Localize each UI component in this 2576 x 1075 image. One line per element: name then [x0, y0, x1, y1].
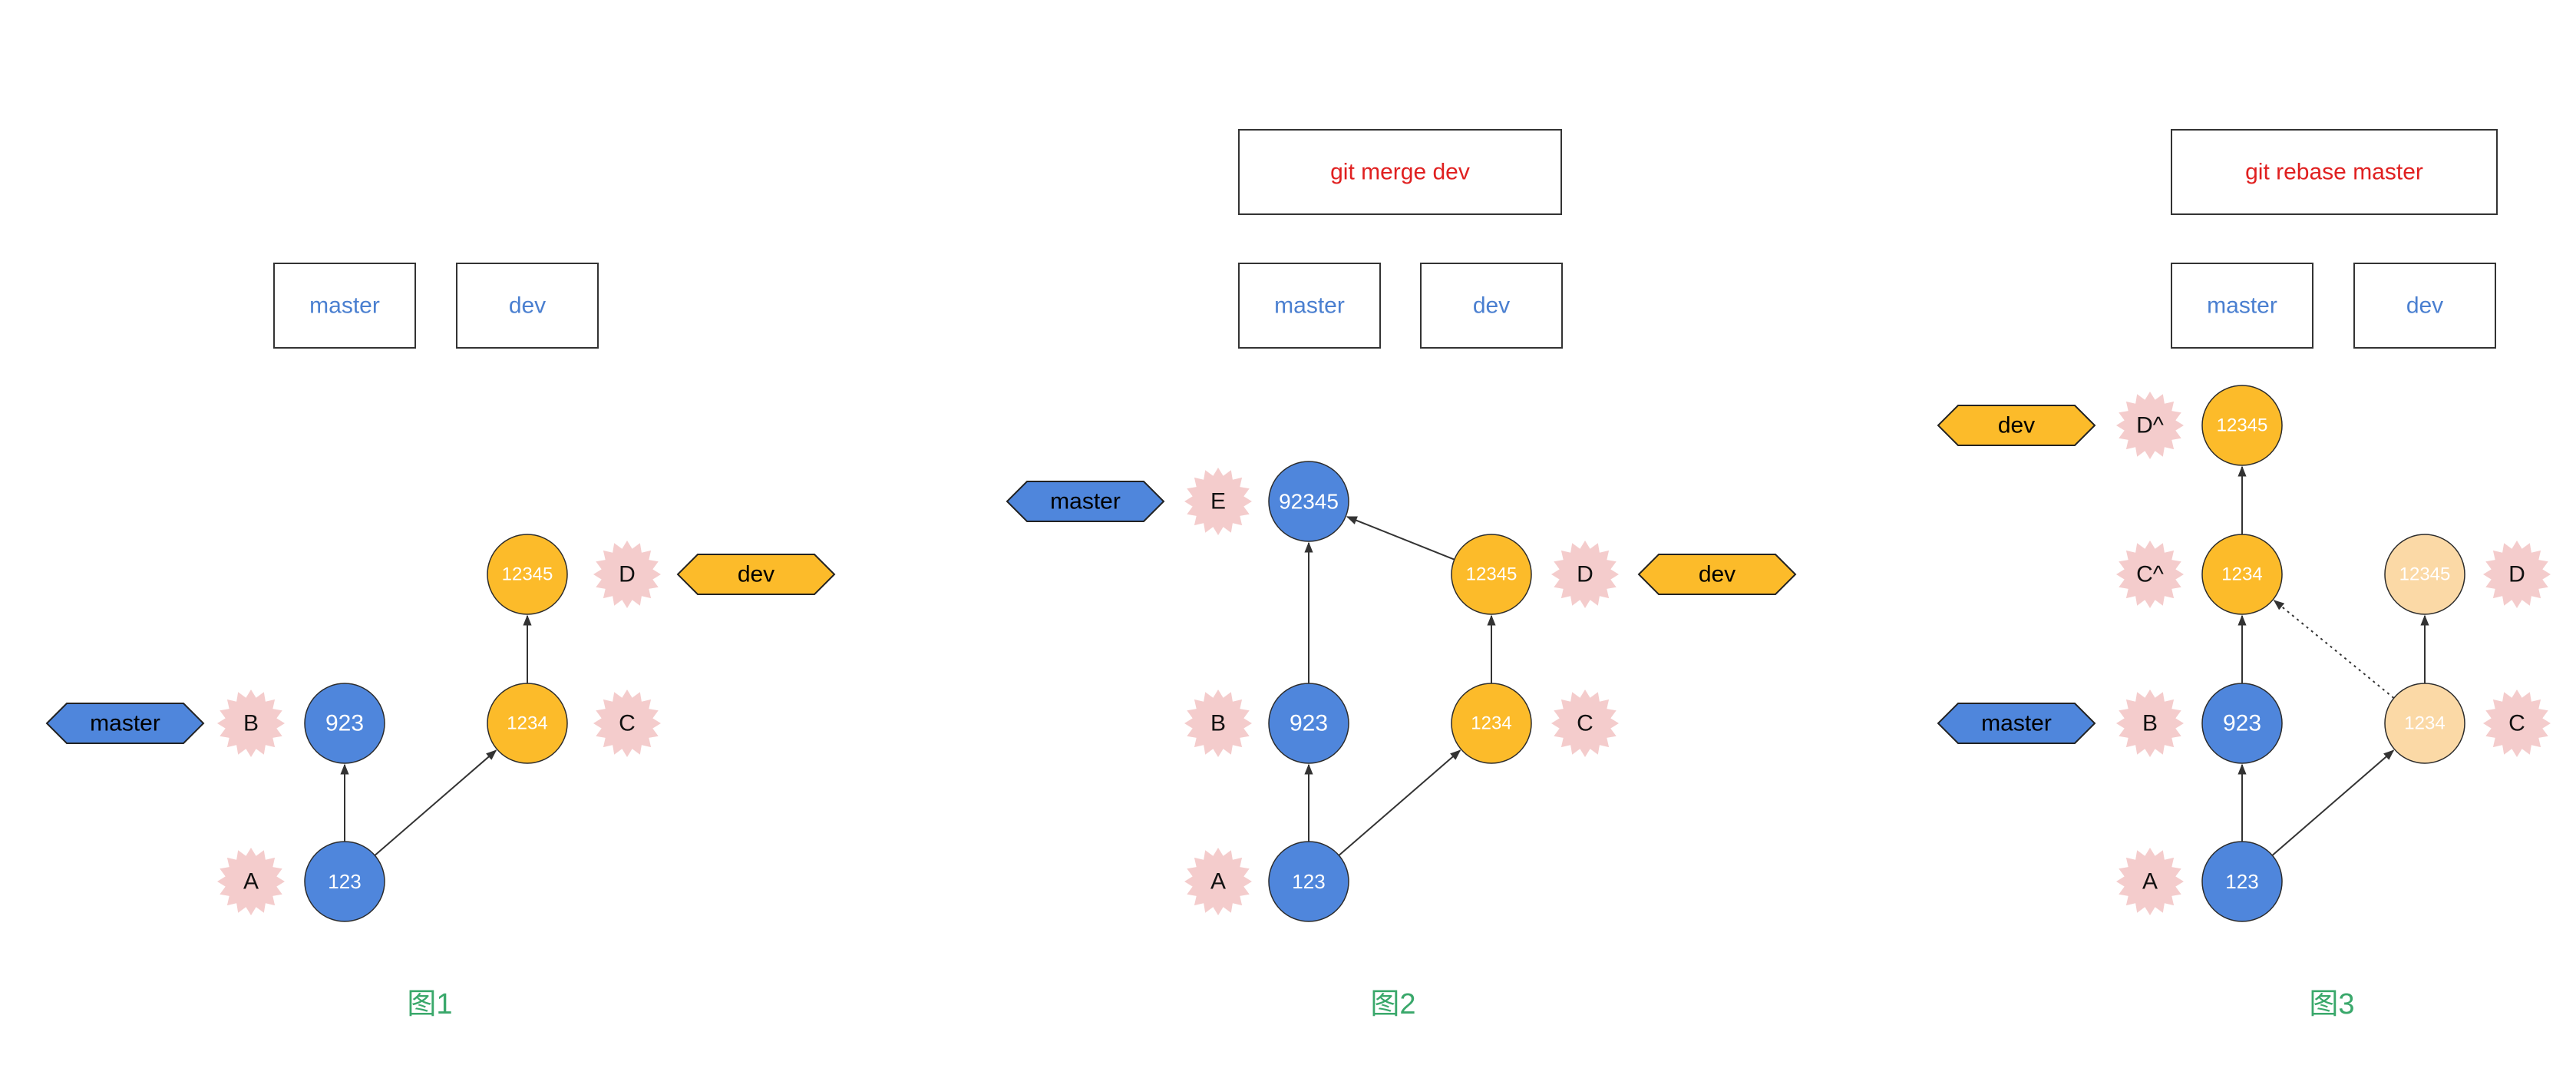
commit-edge-dotted: [2273, 600, 2395, 699]
commit-hash-label: 923: [325, 711, 364, 736]
commit-hash-label: 12345: [2399, 564, 2451, 585]
branch-pointer-dev: [1937, 405, 2096, 446]
commit-id-label: D: [2508, 562, 2525, 587]
command-box: [1238, 129, 1562, 215]
commit-hash-label: 1234: [507, 713, 547, 734]
commit-hash-label: 12345: [502, 564, 553, 585]
figure-caption: 图2: [1370, 988, 1415, 1020]
branch-box-dev: [2353, 263, 2496, 349]
commit-hash-label: 123: [2225, 870, 2258, 893]
commit-hash-label: 1234: [2404, 713, 2445, 734]
commit-hash-label: 123: [328, 870, 361, 893]
branch-pointer-dev: [1637, 554, 1797, 595]
commit-hash-label: 1234: [1471, 713, 1511, 734]
branch-box-master: [2171, 263, 2313, 349]
commit-id-label: C^: [2136, 562, 2164, 587]
command-box: [2171, 129, 2498, 215]
branch-pointer-label: dev: [1998, 413, 2035, 438]
branch-pointer-dev: [676, 554, 836, 595]
commit-node: [1268, 461, 1349, 542]
commit-id-label: D: [1577, 562, 1593, 587]
commit-hash-label: 923: [2223, 711, 2261, 736]
branch-box-label: dev: [1473, 293, 1510, 319]
commit-id-label: B: [2142, 711, 2158, 736]
commit-id-label: D: [619, 562, 636, 587]
commit-id-star: [1551, 690, 1619, 757]
commit-id-star: [2483, 541, 2551, 608]
branch-pointer-master: [1006, 481, 1165, 522]
branch-pointer-label: dev: [738, 562, 774, 587]
commit-hash-label: 923: [1290, 711, 1328, 736]
commit-id-star: [2116, 690, 2184, 757]
branch-pointer-label: dev: [1699, 562, 1735, 587]
commit-id-label: B: [243, 711, 259, 736]
commit-hash-label: 1234: [2221, 564, 2262, 585]
branch-box-master: [1238, 263, 1381, 349]
commit-id-label: A: [2142, 869, 2158, 895]
commit-id-label: B: [1210, 711, 1226, 736]
commit-id-label: A: [1210, 869, 1226, 895]
commit-id-star: [217, 848, 285, 915]
commit-node: [487, 534, 568, 615]
branch-box-dev: [456, 263, 599, 349]
commit-id-label: A: [243, 869, 259, 895]
commit-id-star: [2483, 690, 2551, 757]
command-label: git merge dev: [1330, 160, 1470, 185]
commit-node: [2384, 534, 2465, 615]
commit-id-label: C: [619, 711, 636, 736]
branch-pointer-label: master: [1981, 711, 2052, 736]
commit-id-star: [593, 541, 661, 608]
branch-box-label: master: [309, 293, 380, 319]
commit-id-star: [1184, 848, 1252, 915]
commit-edge: [2271, 749, 2395, 856]
figure-caption: 图3: [2309, 988, 2354, 1020]
branch-box-label: dev: [2406, 293, 2443, 319]
commit-id-label: E: [1210, 489, 1226, 514]
commit-id-star: [1551, 541, 1619, 608]
commit-id-label: C: [2508, 711, 2525, 736]
commit-id-label: C: [1577, 711, 1593, 736]
commit-hash-label: 123: [1292, 870, 1325, 893]
branch-box-master: [273, 263, 416, 349]
commit-hash-label: 12345: [1466, 564, 1518, 585]
commit-node: [304, 683, 385, 764]
branch-pointer-label: master: [90, 711, 160, 736]
commit-id-star: [2116, 392, 2184, 459]
branch-box-dev: [1420, 263, 1563, 349]
commit-edge: [1346, 516, 1455, 561]
commit-id-star: [2116, 848, 2184, 915]
commit-id-star: [217, 690, 285, 757]
commit-node: [1451, 534, 1532, 615]
commit-node: [2201, 385, 2283, 466]
commit-id-star: [1184, 468, 1252, 535]
commit-hash-label: 12345: [2217, 415, 2268, 436]
branch-pointer-label: master: [1050, 489, 1121, 514]
branch-pointer-master: [45, 703, 205, 744]
branch-box-label: master: [2207, 293, 2277, 319]
commit-id-star: [1184, 690, 1252, 757]
commit-edge: [374, 749, 497, 856]
branch-box-label: master: [1274, 293, 1345, 319]
command-label: git rebase master: [2245, 160, 2423, 185]
commit-hash-label: 92345: [1279, 490, 1339, 514]
commit-id-label: D^: [2136, 413, 2164, 438]
commit-id-star: [593, 690, 661, 757]
commit-edge: [1338, 749, 1461, 856]
figure-caption: 图1: [407, 988, 452, 1020]
branch-box-label: dev: [509, 293, 546, 319]
commit-id-star: [2116, 541, 2184, 608]
branch-pointer-master: [1937, 703, 2096, 744]
